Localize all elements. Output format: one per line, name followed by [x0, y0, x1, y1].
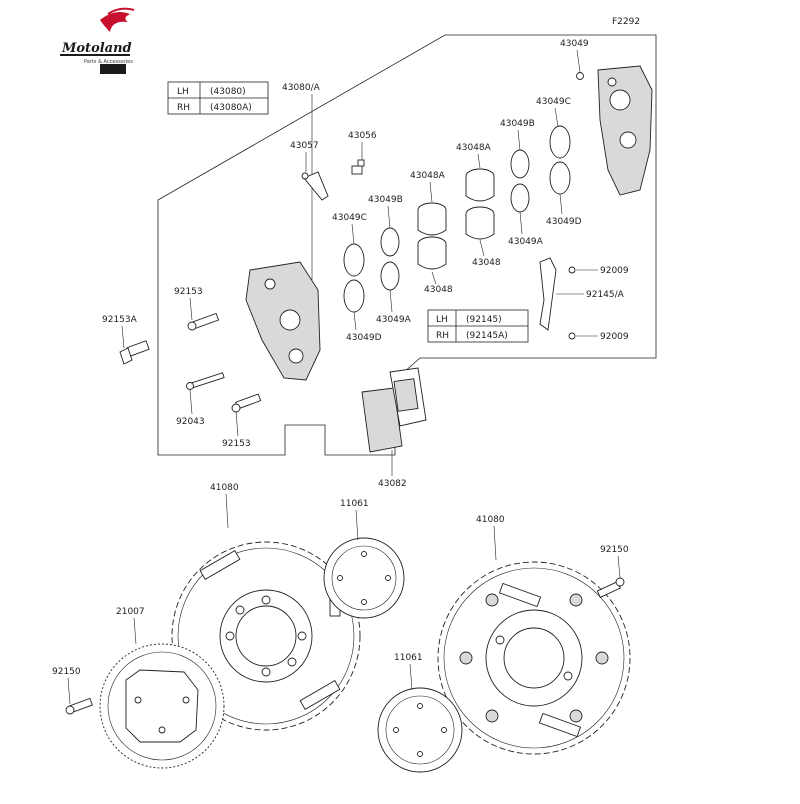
- pin-92043: [186, 372, 225, 390]
- label-43049: 43049: [560, 39, 589, 49]
- gasket-11061-top: [323, 537, 405, 619]
- seal-43049b-left: [380, 227, 400, 257]
- label-43049b-left: 43049B: [368, 195, 403, 205]
- bracket-lh-rh-table: LH (92145) RH (92145A): [427, 309, 529, 343]
- bracket-table-lh-part: (92145): [466, 315, 502, 325]
- label-92153-top: 92153: [174, 287, 203, 297]
- piston-43048a-right: [465, 168, 495, 202]
- caliper-table-lh-part: (43080): [210, 87, 246, 97]
- label-43049a-left: 43049A: [376, 315, 412, 325]
- label-43082: 43082: [378, 479, 407, 489]
- seal-43049a-right: [510, 183, 530, 213]
- label-41080-left: 41080: [210, 483, 239, 493]
- label-11061-top: 11061: [340, 499, 369, 509]
- caliper-assembly-outline: [157, 34, 657, 456]
- piston-43048-left: [417, 236, 447, 270]
- pad-spring-92145a: [539, 257, 557, 331]
- logo-subtext: Parts & Accessories: [84, 59, 133, 65]
- caliper-table-rh-part: (43080A): [210, 103, 252, 113]
- screw-92009-bottom: [568, 332, 576, 340]
- bracket-table-rh-part: (92145A): [466, 331, 508, 341]
- seal-43049d-left: [343, 279, 365, 313]
- label-43057: 43057: [290, 141, 319, 151]
- figure-code: F2292: [612, 17, 640, 27]
- label-43049c-left: 43049C: [332, 213, 367, 223]
- seal-43049b-right: [510, 149, 530, 179]
- bolt-92153-bottom: [231, 393, 262, 413]
- label-41080-right: 41080: [476, 515, 505, 525]
- label-43049b-right: 43049B: [500, 119, 535, 129]
- caliper-right-half: [597, 65, 653, 196]
- label-43048-right: 43048: [472, 258, 501, 268]
- label-43080a: 43080/A: [282, 83, 321, 93]
- label-43048-left: 43048: [424, 285, 453, 295]
- abs-rotor-21007: [99, 643, 225, 769]
- bolt-92150-right: [596, 577, 625, 598]
- piston-43048a-left: [417, 202, 447, 236]
- caliper-left-half: [245, 261, 321, 381]
- seal-43049c-right: [549, 125, 571, 159]
- label-92153a: 92153A: [102, 315, 138, 325]
- seal-43049a-left: [380, 261, 400, 291]
- bleeder-cap-43056: [351, 159, 365, 175]
- bracket-table-rh: RH: [436, 331, 449, 341]
- bleeder-screw-43057: [301, 171, 329, 201]
- label-92153-bottom: 92153: [222, 439, 251, 449]
- label-43048a-right: 43048A: [456, 143, 492, 153]
- label-92043: 92043: [176, 417, 205, 427]
- bolt-92153-top: [187, 312, 220, 331]
- label-43049a-right: 43049A: [508, 237, 544, 247]
- caliper-lh-rh-table: LH (43080) RH (43080A): [167, 81, 269, 115]
- caliper-table-lh: LH: [177, 87, 189, 97]
- label-43056: 43056: [348, 131, 377, 141]
- brake-disc-41080-right: [437, 561, 631, 755]
- label-21007: 21007: [116, 607, 145, 617]
- logo-text: Motoland: [61, 41, 132, 56]
- seal-43049c-left: [343, 243, 365, 277]
- label-92150-right: 92150: [600, 545, 629, 555]
- label-92150-left: 92150: [52, 667, 81, 677]
- label-43049d-left: 43049D: [346, 333, 382, 343]
- brake-pads-43082: [361, 367, 427, 453]
- label-43048a-left: 43048A: [410, 171, 446, 181]
- screw-92009-top: [568, 266, 576, 274]
- motoland-logo: Motoland Parts & Accessories: [60, 7, 135, 74]
- caliper-table-rh: RH: [177, 103, 190, 113]
- bolt-92150-left: [65, 697, 93, 715]
- bracket-table-lh: LH: [436, 315, 448, 325]
- bolt-92153a: [119, 340, 150, 365]
- label-92009-top: 92009: [600, 266, 629, 276]
- label-92145a: 92145/A: [586, 290, 625, 300]
- piston-43048-right: [465, 206, 495, 240]
- label-43049c-right: 43049C: [536, 97, 571, 107]
- label-43049d-right: 43049D: [546, 217, 582, 227]
- gasket-11061-bottom: [377, 687, 463, 773]
- bleeder-cap-43049: [576, 72, 584, 80]
- seal-43049d-right: [549, 161, 571, 195]
- label-92009-bottom: 92009: [600, 332, 629, 342]
- label-11061-bottom: 11061: [394, 653, 423, 663]
